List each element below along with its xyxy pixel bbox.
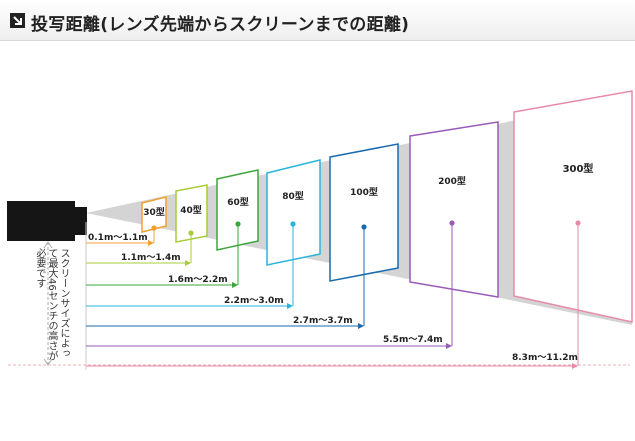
screen-size-label: 60型 [227,196,249,208]
screen-size-label: 30型 [143,206,165,218]
screen-frame [141,196,167,233]
header: 投写距離(レンズ先端からスクリーンまでの距離) [0,0,635,41]
screens-layer: 30型0.1m〜1.1m40型1.1m〜1.4m60型1.6m〜2.2m80型2… [86,90,633,369]
screen-frame [409,121,499,298]
page-title: 投写距離(レンズ先端からスクリーンまでの距離) [31,15,410,35]
screen-frame [216,169,259,251]
distance-label: 0.1m〜1.1m [88,233,148,243]
distance-label: 1.6m〜2.2m [168,275,228,285]
screen-7: 300型 8.3m〜11.2m [86,90,633,369]
projector-body [7,201,75,241]
screen-size-label: 40型 [180,204,202,216]
screen-6: 200型 5.5m〜7.4m [86,121,499,349]
screen-4: 80型 2.2m〜3.0m [86,159,321,309]
screen-frame [175,184,208,243]
projector-lens [75,207,87,235]
screen-2: 40型 1.1m〜1.4m [86,184,208,266]
distance-arrow-head [185,260,191,266]
screen-frame [266,159,321,266]
distance-label: 1.1m〜1.4m [121,253,181,263]
screen-size-label: 300型 [563,162,594,175]
screen-size-label: 80型 [282,190,304,202]
distance-label: 8.3m〜11.2m [512,353,578,363]
height-note: スクリーンサイズによって最大46センチの高さが必要です [34,248,69,361]
distance-arrow-head [572,363,578,369]
distance-arrow-head [358,323,364,329]
screen-5: 100型 2.7m〜3.7m [86,143,399,329]
arrow-icon [10,13,25,28]
distance-arrow-head [232,282,238,288]
screen-frame [329,143,399,282]
distance-label: 2.2m〜3.0m [224,296,284,306]
distance-arrow-head [287,303,293,309]
screen-1: 30型 0.1m〜1.1m [86,196,167,246]
distance-label: 5.5m〜7.4m [383,335,443,345]
distance-arrow-head [148,240,154,246]
screen-frame [513,90,633,323]
screen-3: 60型 1.6m〜2.2m [86,169,259,288]
distance-label: 2.7m〜3.7m [293,316,353,326]
screen-size-label: 200型 [438,175,466,187]
screen-size-label: 100型 [350,186,378,198]
distance-arrow-head [446,343,452,349]
